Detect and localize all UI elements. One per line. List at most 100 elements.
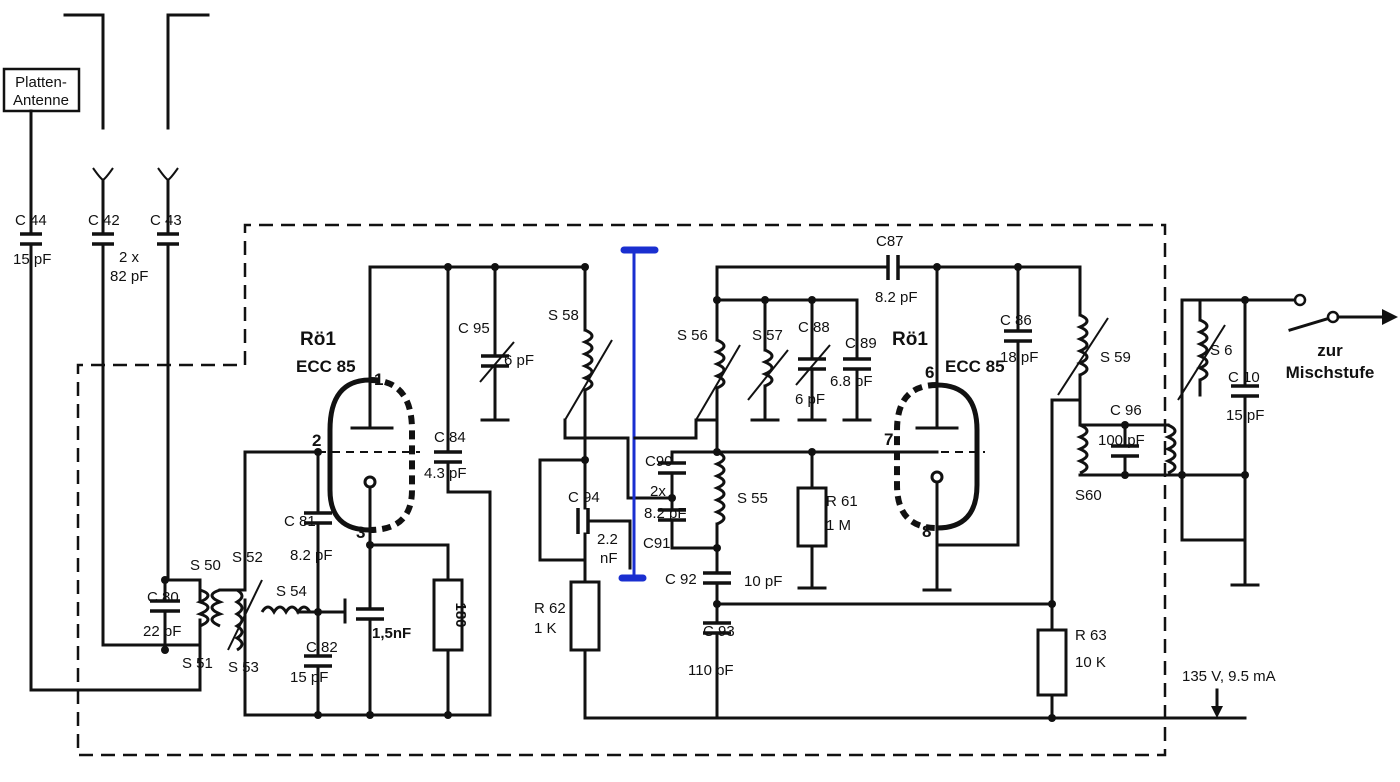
- label-s58: S 58: [548, 307, 579, 324]
- label-c89: C 89: [845, 335, 877, 352]
- label-output-2: Mischstufe: [1286, 363, 1375, 382]
- label-s6: S 6: [1210, 342, 1233, 359]
- capacitor-c82: [304, 654, 332, 668]
- coil-s50-s51: [195, 588, 225, 628]
- blue-shield-marker: [618, 246, 659, 582]
- label-s56: S 56: [677, 327, 708, 344]
- label-c10: C 10: [1228, 369, 1260, 386]
- junction-dot: [366, 541, 374, 549]
- antenna-input-wiring: [29, 109, 202, 692]
- dipole-antenna-leads: [63, 13, 210, 130]
- label-c10-value: 15 pF: [1226, 407, 1264, 424]
- label-s57: S 57: [752, 327, 783, 344]
- junction-dot: [366, 711, 374, 719]
- label-c94-value-1: 2.2: [597, 531, 618, 548]
- junction-dot: [161, 646, 169, 654]
- label-pin-1: 1: [374, 370, 383, 389]
- label-tube-1-name: Rö1: [300, 329, 336, 350]
- label-pin-7: 7: [884, 430, 893, 449]
- label-c82: C 82: [306, 639, 338, 656]
- label-tube-2-name: Rö1: [892, 329, 928, 350]
- label-c44-value: 15 pF: [13, 251, 51, 268]
- junction-dot: [581, 456, 589, 464]
- junction-dot: [314, 711, 322, 719]
- label-r62: R 62: [534, 600, 566, 617]
- label-c94: C 94: [568, 489, 600, 506]
- output-circuit: [1177, 293, 1398, 587]
- capacitor-c80: [150, 599, 180, 613]
- junction-dot: [1178, 471, 1186, 479]
- capacitor-c42: [92, 232, 114, 246]
- label-c87-value: 8.2 pF: [875, 289, 918, 306]
- capacitor-c44: [20, 232, 42, 246]
- plate-antenna-box: Platten- Antenne: [2, 67, 81, 113]
- label-pin-8: 8: [922, 522, 931, 541]
- label-c96: C 96: [1110, 402, 1142, 419]
- plate-antenna-label-1: Platten-: [15, 74, 67, 91]
- label-c95: C 95: [458, 320, 490, 337]
- label-c89-value: 6.8 pF: [830, 373, 873, 390]
- tube-1-anode-circuit: [368, 265, 1247, 720]
- label-c84-value: 4.3 pF: [424, 465, 467, 482]
- component-labels: C 44 15 pF C 42 C 43 2 x 82 pF C 80 22 p…: [13, 212, 1374, 686]
- supply-feed: [1211, 688, 1223, 718]
- label-r180: 180: [452, 602, 469, 627]
- label-pin-2: 2: [312, 431, 321, 450]
- tube-2-ecc85: [885, 265, 985, 592]
- label-r61: R 61: [826, 493, 858, 510]
- label-s51: S 51: [182, 655, 213, 672]
- label-s52: S 52: [232, 549, 263, 566]
- junction-dot: [581, 263, 589, 271]
- resistor-r61: [796, 486, 828, 548]
- label-output-1: zur: [1317, 341, 1343, 360]
- label-c88: C 88: [798, 319, 830, 336]
- label-c43: C 43: [150, 212, 182, 229]
- junction-dot: [491, 263, 499, 271]
- junction-dot: [1014, 263, 1022, 271]
- label-c87: C87: [876, 233, 904, 250]
- tube-1-ecc85: [318, 265, 420, 547]
- label-c84: C 84: [434, 429, 466, 446]
- junction-dot: [1121, 421, 1129, 429]
- junction-dot: [1048, 600, 1056, 608]
- junction-dot: [713, 448, 721, 456]
- junction-dot: [761, 296, 769, 304]
- label-c80-value: 22 pF: [143, 623, 181, 640]
- shield-outline: [76, 223, 1167, 757]
- label-c95-value: 6 pF: [504, 352, 534, 369]
- label-c90: C90: [645, 453, 673, 470]
- junction-dot: [1241, 296, 1249, 304]
- label-s54: S 54: [276, 583, 307, 600]
- capacitor-c43: [157, 232, 179, 246]
- label-c42: C 42: [88, 212, 120, 229]
- bandfilter-circuit: [633, 255, 1082, 720]
- junction-dot: [808, 448, 816, 456]
- label-c94-value-2: nF: [600, 550, 618, 567]
- label-c88-value: 6 pF: [795, 391, 825, 408]
- label-c44: C 44: [15, 212, 47, 229]
- junction-dot: [713, 600, 721, 608]
- junction-dot: [713, 544, 721, 552]
- label-r63-value: 10 K: [1075, 654, 1106, 671]
- label-s60: S60: [1075, 487, 1102, 504]
- junction-dot: [808, 296, 816, 304]
- label-s53: S 53: [228, 659, 259, 676]
- junction-dot: [713, 296, 721, 304]
- label-s55: S 55: [737, 490, 768, 507]
- label-tube-2-type: ECC 85: [945, 357, 1005, 376]
- label-r62-value: 1 K: [534, 620, 557, 637]
- junction-dot: [444, 711, 452, 719]
- label-tube-1-type: ECC 85: [296, 357, 356, 376]
- label-c96-value: 100 pF: [1098, 432, 1145, 449]
- junction-dot: [444, 263, 452, 271]
- plate-antenna-label-2: Antenne: [13, 92, 69, 109]
- label-c42-43-value-1: 2 x: [119, 249, 140, 266]
- label-r63: R 63: [1075, 627, 1107, 644]
- junction-dot: [1241, 471, 1249, 479]
- junction-dot: [1121, 471, 1129, 479]
- junction-dot: [668, 494, 676, 502]
- label-c81-value: 8.2 pF: [290, 547, 333, 564]
- junction-dot: [161, 576, 169, 584]
- junction-dot: [933, 263, 941, 271]
